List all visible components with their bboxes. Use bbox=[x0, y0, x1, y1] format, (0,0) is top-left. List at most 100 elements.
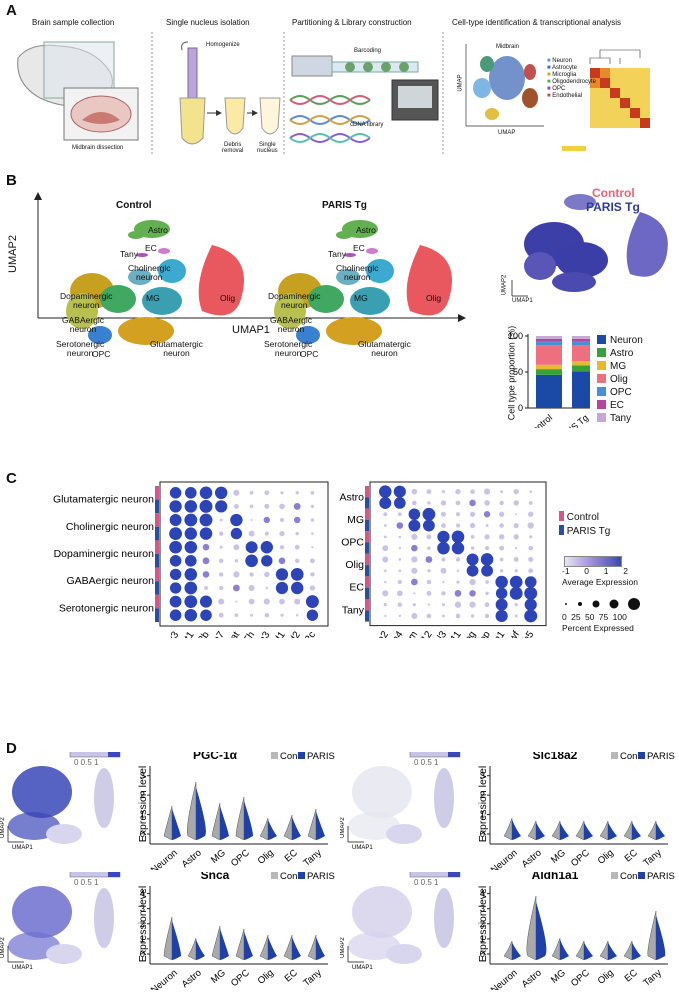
legend-con: Con bbox=[280, 752, 297, 762]
dot bbox=[169, 582, 182, 594]
dot bbox=[398, 558, 402, 561]
cluster-label: Glutamatergic neuron bbox=[358, 339, 411, 358]
violin-paris bbox=[536, 901, 547, 960]
dot bbox=[426, 579, 432, 585]
dot bbox=[382, 590, 389, 597]
dot bbox=[484, 545, 490, 551]
dot bbox=[294, 598, 301, 605]
dot bbox=[382, 556, 389, 563]
dot bbox=[480, 553, 494, 566]
group-stripe bbox=[365, 508, 369, 520]
bar-segment-astro bbox=[572, 365, 590, 372]
dot bbox=[499, 500, 504, 506]
step-1-title: Brain sample collection bbox=[32, 18, 115, 27]
feature-colorbar-high bbox=[108, 872, 120, 877]
group-stripe bbox=[155, 526, 159, 541]
dot bbox=[280, 491, 284, 495]
dot bbox=[309, 558, 315, 564]
x-tick-label: Control bbox=[525, 412, 554, 428]
dot bbox=[437, 530, 450, 543]
legend-con-swatch bbox=[611, 752, 618, 759]
dot bbox=[469, 499, 476, 507]
legend-con-swatch bbox=[611, 872, 618, 879]
group-stripe bbox=[155, 567, 159, 582]
dot bbox=[413, 592, 416, 595]
group-stripe bbox=[155, 513, 159, 527]
celltype-label: Olig bbox=[256, 847, 276, 866]
legend-item-neuron: Neuron bbox=[597, 334, 643, 347]
dot bbox=[218, 558, 224, 564]
mini-umap-legend: ■ Neuron ■ Astrocyte ■ Microglia ■ Oligo… bbox=[547, 58, 596, 100]
dot bbox=[515, 546, 518, 550]
dot bbox=[466, 564, 479, 577]
dot bbox=[249, 490, 254, 495]
dot bbox=[524, 586, 538, 600]
dot bbox=[234, 559, 239, 563]
dot bbox=[199, 513, 213, 527]
dot bbox=[455, 557, 461, 562]
celltype-label: Neuron bbox=[489, 847, 520, 870]
legend-item-opc: OPC bbox=[597, 386, 643, 399]
group-stripe bbox=[365, 587, 369, 599]
violin-paris bbox=[560, 822, 569, 840]
dot bbox=[219, 545, 223, 549]
dot bbox=[427, 569, 431, 573]
dot bbox=[509, 586, 523, 600]
celltype-label: Astro bbox=[520, 967, 544, 990]
dot bbox=[499, 557, 504, 562]
legend-control: Control bbox=[559, 511, 610, 525]
dot bbox=[233, 571, 240, 578]
violin-y-tick-label: 0 bbox=[140, 949, 145, 960]
dot bbox=[441, 591, 446, 596]
dot bbox=[169, 514, 182, 526]
dot bbox=[235, 600, 238, 603]
dot bbox=[411, 556, 418, 563]
dot bbox=[383, 524, 387, 527]
violin-control bbox=[187, 937, 197, 961]
celltype-label: Neuron bbox=[149, 967, 180, 990]
violin-y-tick-label: 4 bbox=[140, 889, 145, 900]
dot bbox=[169, 500, 182, 513]
dot bbox=[495, 587, 508, 600]
pct-expressed-dots bbox=[565, 598, 640, 610]
cluster-label: Serotonergic neuron bbox=[264, 339, 313, 358]
celltype-label: Astro bbox=[180, 847, 204, 870]
legend-paris: PARIS bbox=[647, 752, 675, 762]
gene-label: Gad1 bbox=[265, 629, 288, 638]
gene-label: Lhfpl3 bbox=[425, 629, 450, 638]
celltype-label: Tany bbox=[641, 847, 664, 868]
overlay-legend-paris: PARIS Tg bbox=[586, 200, 640, 214]
legend-con: Con bbox=[280, 872, 297, 882]
violin-y-tick-label: 3 bbox=[480, 904, 485, 915]
dot bbox=[383, 535, 387, 539]
dot bbox=[499, 523, 504, 528]
dotplot-frame bbox=[369, 481, 547, 627]
dot bbox=[485, 591, 489, 596]
feature-colorbar-ticks: 0 0.5 1 bbox=[74, 758, 99, 767]
legend-paris-swatch bbox=[638, 872, 645, 879]
violin-y-tick-label: 2 bbox=[480, 919, 485, 930]
violin-y-tick-label: 0 bbox=[480, 829, 485, 840]
celltype-label: Tany bbox=[641, 967, 664, 988]
dot bbox=[455, 500, 461, 506]
legend-item: ■ Oligodendrocyte bbox=[547, 79, 596, 85]
gene-label: Syt1 bbox=[176, 629, 197, 638]
feature-umap bbox=[348, 766, 454, 844]
proportion-ylabel: Cell type proportion (%) bbox=[506, 325, 517, 421]
violin-paris bbox=[536, 822, 545, 840]
row-label: Glutamatergic neuron bbox=[53, 494, 154, 506]
violin-y-tick-label: 1 bbox=[140, 810, 145, 821]
feature-colorbar-high bbox=[448, 872, 460, 877]
dot bbox=[384, 580, 387, 584]
celltype-label: MG bbox=[549, 847, 568, 865]
dot bbox=[484, 613, 490, 619]
dot bbox=[454, 589, 462, 597]
dot bbox=[184, 540, 198, 554]
dot bbox=[295, 558, 300, 563]
dot bbox=[280, 613, 284, 617]
violin-control bbox=[307, 934, 317, 961]
violin-control bbox=[283, 814, 293, 841]
dot bbox=[218, 612, 224, 618]
cluster-label: Cholinergic neuron bbox=[336, 263, 379, 282]
dot bbox=[426, 489, 432, 495]
